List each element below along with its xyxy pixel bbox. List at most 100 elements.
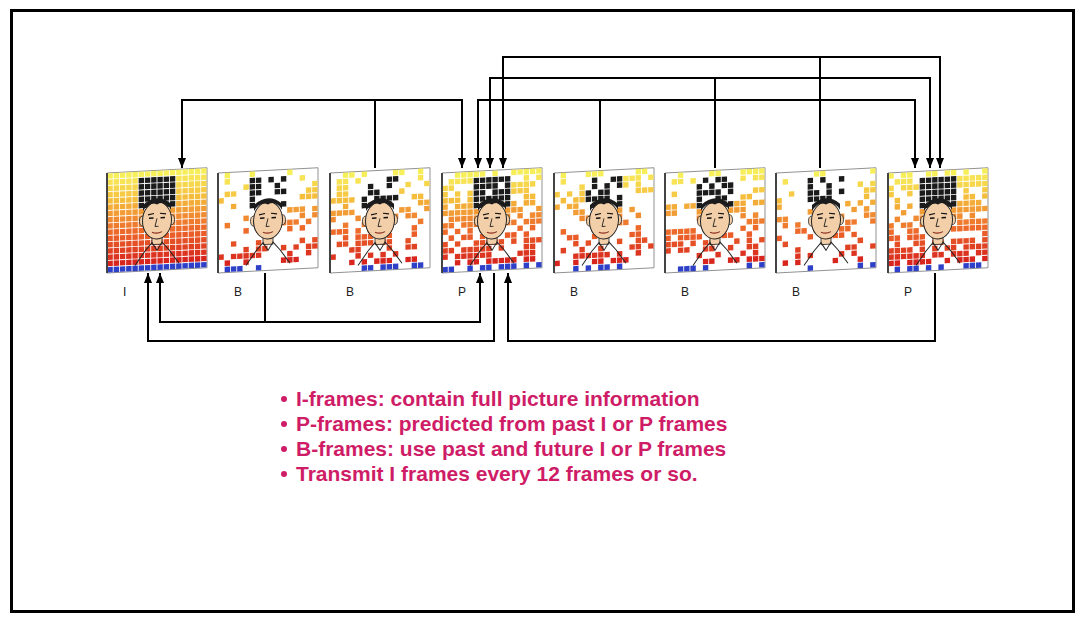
pixel-block xyxy=(107,261,112,267)
bullet-item: I-frames: contain full picture informati… xyxy=(281,386,727,411)
pixel-block xyxy=(636,188,641,194)
frame-edge xyxy=(775,173,777,273)
pixel-block xyxy=(524,194,529,200)
pixel-block xyxy=(139,265,144,271)
pixel-block xyxy=(536,262,541,268)
bullet-dot xyxy=(281,471,287,477)
pixel-block xyxy=(107,217,112,223)
pixel-block xyxy=(976,225,981,231)
pixel-block xyxy=(870,218,875,224)
pixel-block xyxy=(690,228,695,234)
pixel-block xyxy=(697,196,702,202)
pixel-block xyxy=(126,266,131,272)
pixel-block xyxy=(455,260,460,266)
pixel-block xyxy=(449,267,454,273)
pixel-block xyxy=(405,238,410,244)
pixel-block xyxy=(907,185,912,191)
pixel-block xyxy=(218,198,223,204)
pixel-block xyxy=(256,177,261,183)
pixel-block xyxy=(176,201,181,207)
pixel-block xyxy=(145,265,150,271)
frame-illustration xyxy=(665,168,765,273)
face-drawing xyxy=(804,197,848,265)
pixel-block xyxy=(629,207,634,213)
pixel-block xyxy=(561,198,566,204)
pixel-block xyxy=(189,200,194,206)
pixel-block xyxy=(907,247,912,253)
pixel-block xyxy=(126,197,131,203)
frame-picture xyxy=(218,168,318,273)
bullet-item: P-frames: predicted from past I or P fra… xyxy=(281,411,727,436)
pixel-block xyxy=(870,199,875,205)
pixel-block xyxy=(176,219,181,225)
pixel-block xyxy=(753,219,758,225)
pixel-block xyxy=(256,246,261,252)
pixel-block xyxy=(678,172,683,178)
pixel-block xyxy=(642,187,647,193)
mouth xyxy=(821,232,831,234)
pixel-block xyxy=(636,169,641,175)
pixel-block xyxy=(982,243,987,249)
pixel-block xyxy=(182,213,187,219)
bullet-text: Transmit I frames every 12 frames or so. xyxy=(296,461,698,486)
frame-illustration xyxy=(330,168,430,273)
pixel-block xyxy=(864,187,869,193)
pixel-block xyxy=(740,250,745,256)
pixel-block xyxy=(107,236,112,242)
bullet-item: B-frames: use past and future I or P fra… xyxy=(281,436,727,461)
pixel-block xyxy=(157,177,162,183)
pixel-block xyxy=(120,210,125,216)
pixel-block xyxy=(945,245,950,251)
pixel-block xyxy=(499,239,504,245)
pixel-block xyxy=(665,229,670,235)
pixel-block xyxy=(114,242,119,248)
pixel-block xyxy=(374,190,379,196)
pixel-block xyxy=(195,262,200,268)
pixel-block xyxy=(492,183,497,189)
pixel-block xyxy=(740,169,745,175)
pixel-block xyxy=(480,265,485,271)
reference-arrow xyxy=(600,100,915,168)
pixel-block xyxy=(888,261,893,267)
pixel-block xyxy=(467,216,472,222)
pixel-block xyxy=(176,182,181,188)
hairline xyxy=(478,198,506,211)
pixel-block xyxy=(418,194,423,200)
pixel-block xyxy=(412,194,417,200)
pixel-block xyxy=(636,213,641,219)
pixel-block xyxy=(636,238,641,244)
pixel-block xyxy=(256,190,261,196)
pixel-block xyxy=(517,169,522,175)
pixel-block xyxy=(176,188,181,194)
pixel-block xyxy=(132,253,137,259)
pixel-block xyxy=(120,229,125,235)
pixel-block xyxy=(690,203,695,209)
pixel-block xyxy=(970,225,975,231)
pixel-block xyxy=(845,226,850,232)
eyebrows xyxy=(148,213,166,215)
pixel-block xyxy=(499,176,504,182)
pixel-block xyxy=(362,234,367,240)
pixel-block xyxy=(126,216,131,222)
pixel-block xyxy=(455,204,460,210)
pixel-grid xyxy=(107,168,206,272)
nose xyxy=(378,218,382,226)
pixel-block xyxy=(963,257,968,263)
pixel-block xyxy=(337,185,342,191)
pixel-block xyxy=(636,225,641,231)
pixel-block xyxy=(176,194,181,200)
pixel-block xyxy=(418,169,423,175)
pixel-block xyxy=(951,176,956,182)
pixel-block xyxy=(776,217,781,223)
pixel-block xyxy=(412,213,417,219)
pixel-block xyxy=(826,189,831,195)
pixel-block xyxy=(913,253,918,259)
pixel-block xyxy=(907,191,912,197)
pixel-block xyxy=(120,241,125,247)
pixel-block xyxy=(963,188,968,194)
pixel-block xyxy=(970,181,975,187)
pixel-block xyxy=(845,201,850,207)
pixel-block xyxy=(355,228,360,234)
pixel-block xyxy=(225,223,230,229)
pixel-block xyxy=(231,254,236,260)
